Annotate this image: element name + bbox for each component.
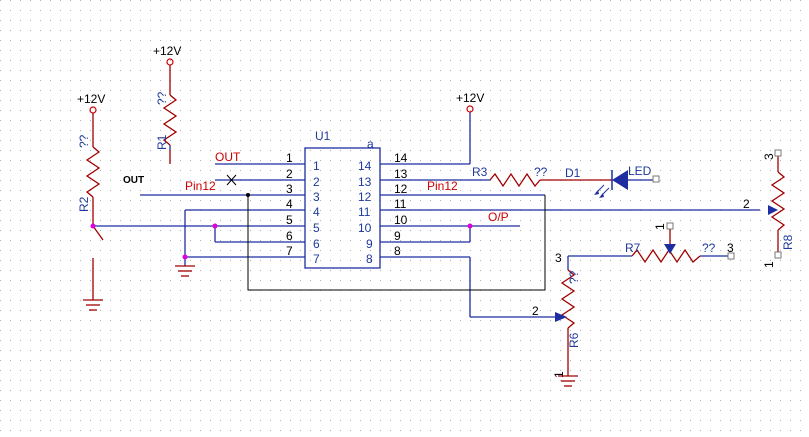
r3-value: ??: [534, 165, 548, 179]
r8-pin-b: 2: [743, 197, 750, 211]
net-label-out: OUT: [215, 150, 241, 164]
ic-pin-12-num: 12: [394, 182, 408, 196]
r7-pin-a: 1: [653, 223, 667, 230]
power-symbol-3: +12V: [456, 91, 484, 113]
led-d1: [594, 170, 660, 198]
r8-pin-box-bottom: [774, 251, 782, 259]
r6-wiper-icon: [555, 312, 567, 322]
ic-pin-10-num: 10: [394, 213, 408, 227]
ic-pin-3-num: 3: [286, 182, 293, 196]
ic-pin-14-num: 14: [394, 151, 408, 165]
ic-pin-6-label: 6: [313, 237, 320, 251]
junction-dot: [182, 254, 188, 260]
junction-dot: [212, 223, 218, 229]
ic-pin-9-label: 9: [366, 237, 373, 251]
ic-pin-14-label: 14: [358, 159, 372, 173]
d1-value: LED: [628, 164, 652, 178]
ic-pin-8-label: 8: [366, 252, 373, 266]
ic-pin-5-label: 5: [313, 221, 320, 235]
r8-ref: R8: [781, 234, 795, 250]
ic-pin-4-num: 4: [286, 197, 293, 211]
ic-pin-3-label: 3: [313, 190, 320, 204]
black-wires: [247, 195, 546, 291]
no-connect-icon: [226, 174, 237, 186]
r7-pin-box-right: [727, 252, 735, 260]
r6-pin-b: 2: [532, 304, 539, 318]
ic-pin-4-label: 4: [313, 205, 320, 219]
power-symbol-2: +12V: [77, 92, 105, 147]
ic-u1-ref: U1: [315, 129, 331, 143]
r7-ref: R7: [625, 241, 641, 255]
ic-pin-6-num: 6: [286, 229, 293, 243]
power-symbol-1: +12V: [153, 44, 181, 95]
ic-u1-body: [304, 147, 381, 269]
ic-pin-12-label: 12: [358, 190, 372, 204]
junction-dot: [246, 193, 250, 197]
ic-pin-2-label: 2: [313, 175, 320, 189]
r2-value: ??: [77, 134, 91, 148]
r8-pin-a: 3: [762, 153, 776, 160]
r2-ref: R2: [77, 196, 91, 212]
ic-u1: U1 a 1 2 3 4 5 6 7 1 2 3 4 5 6 7 14 13 1…: [286, 129, 408, 269]
r7-value: ??: [702, 241, 716, 255]
junction-dot: [467, 223, 473, 229]
r8-pin-c: 1: [762, 261, 776, 268]
r6-ref: R6: [567, 332, 581, 348]
r7-pin-c: 3: [727, 241, 734, 255]
wires: [93, 112, 760, 318]
ic-pin-10-label: 10: [358, 221, 372, 235]
ground-icon: [83, 299, 103, 311]
ic-pin-7-label: 7: [313, 252, 320, 266]
power-label-2: +12V: [77, 92, 105, 106]
power-label-1: +12V: [153, 44, 181, 58]
ic-u1-value: a: [367, 137, 374, 151]
ic-pin-13-label: 13: [358, 175, 372, 189]
resistor-r1: [162, 94, 178, 146]
r6-pin-a: 3: [555, 251, 562, 265]
resistor-r6: [560, 269, 576, 376]
ic-pin-11-num: 11: [394, 197, 407, 211]
r6-pin-c: 1: [552, 371, 566, 378]
ic-pin-2-num: 2: [286, 167, 293, 181]
ic-pin-8-num: 8: [394, 244, 401, 258]
ic-pin-1-label: 1: [313, 159, 320, 173]
r8-wiper-icon: [768, 205, 778, 215]
ic-pin-9-num: 9: [394, 229, 401, 243]
r8-pin-box-top: [774, 149, 782, 157]
r1-ref: R1: [155, 134, 169, 150]
junctions: [90, 223, 473, 260]
power-label-3: +12V: [456, 91, 484, 105]
ground-icon: [175, 265, 195, 277]
r3-ref: R3: [472, 165, 488, 179]
net-label-op: O/P: [488, 210, 509, 224]
ground-icon: [558, 375, 578, 387]
resistor-r8: [770, 155, 786, 252]
net-label-pin12-right: Pin12: [427, 179, 458, 193]
r6-value: ??: [567, 270, 581, 284]
ic-pin-11-label: 11: [358, 205, 371, 219]
r1-value: ??: [155, 91, 169, 105]
ic-pin-1-num: 1: [286, 151, 293, 165]
d1-ref: D1: [565, 166, 581, 180]
resistor-r3: [489, 172, 612, 188]
resistor-r7: [631, 248, 701, 264]
led-pin-box: [652, 175, 660, 183]
ic-pin-13-num: 13: [394, 167, 408, 181]
r7-pin-box-top: [666, 222, 674, 230]
junction-dot: [90, 223, 96, 229]
r7-wiper-icon: [664, 244, 676, 254]
ic-pin-5-num: 5: [286, 213, 293, 227]
ic-pin-7-num: 7: [286, 244, 293, 258]
resistor-r2: [85, 146, 104, 300]
net-label-pin12-left: Pin12: [185, 179, 216, 193]
net-label-out-bold: OUT: [123, 175, 144, 186]
